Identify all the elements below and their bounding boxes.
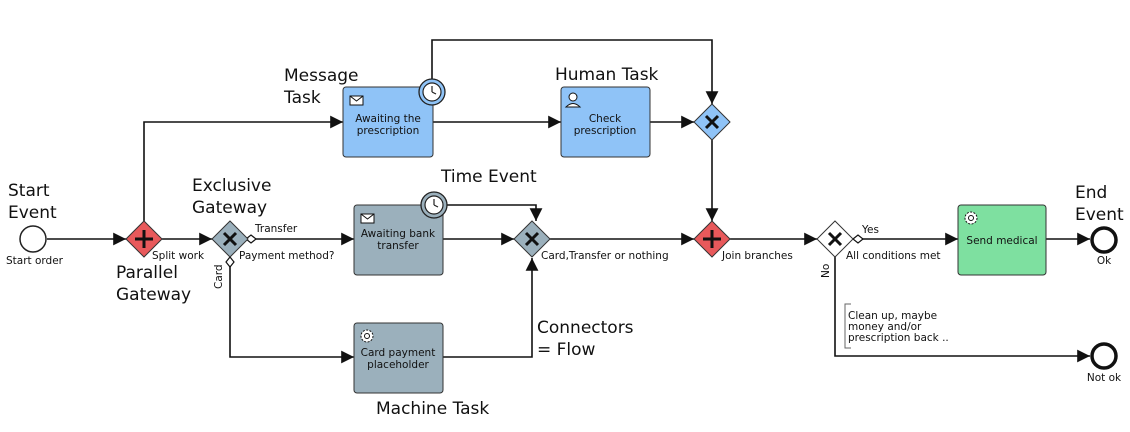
task-card-payment[interactable]: Card payment placeholder (353, 322, 444, 394)
annotation-message-task-1: Message (284, 66, 359, 86)
gear-icon (360, 329, 374, 343)
end-event-not-ok-label: Not ok (1087, 372, 1122, 384)
task-awaiting-bank-transfer[interactable]: Awaiting bank transfer (353, 204, 444, 276)
gateway-label-conditions: All conditions met (846, 250, 941, 262)
annotation-exclusive-gateway-2: Gateway (192, 198, 267, 218)
end-event-ok-label: Ok (1097, 255, 1112, 267)
annotation-message-task-2: Task (283, 88, 321, 108)
task-awaiting-prescription[interactable]: Awaiting the prescription (342, 86, 434, 158)
exclusive-gateway-conditions[interactable] (816, 220, 854, 258)
task-label-line1: Card payment (361, 347, 436, 359)
exclusive-gateway-prescription[interactable] (693, 103, 731, 141)
conditional-flow-diamond (225, 256, 235, 268)
flow-card-to-merge[interactable] (443, 258, 539, 358)
gateway-label-merge: Card,Transfer or nothing (541, 250, 669, 262)
exclusive-gateway-payment-merge[interactable] (513, 220, 551, 258)
end-event-ok[interactable] (1090, 226, 1118, 254)
flow-label-yes: Yes (861, 224, 879, 236)
annotation-human-task: Human Task (555, 65, 659, 85)
start-event[interactable] (19, 225, 47, 253)
text-annotation: Clean up, maybe money and/or prescriptio… (844, 303, 949, 349)
gateway-label-join: Join branches (721, 250, 793, 262)
task-send-medical[interactable]: Send medical (957, 204, 1047, 276)
user-icon (564, 92, 582, 108)
gateway-label-payment-method: Payment method? (239, 250, 334, 262)
envelope-icon (360, 213, 375, 224)
default-flow-diamond (245, 234, 257, 244)
flow-label-transfer: Transfer (254, 223, 298, 235)
gear-icon (964, 211, 978, 225)
annotation-exclusive-gateway-1: Exclusive (192, 176, 271, 196)
flow-no[interactable] (834, 257, 1090, 363)
conditional-flow-diamond (852, 234, 864, 244)
annotation-parallel-gateway-2: Gateway (116, 285, 191, 305)
parallel-gateway-split[interactable] (125, 220, 163, 258)
annotation-connectors-2: = Flow (537, 340, 596, 360)
parallel-gateway-join[interactable] (693, 220, 731, 258)
gateway-label-split-work: Split work (152, 250, 205, 262)
task-check-prescription[interactable]: Check prescription (560, 86, 651, 158)
task-box (353, 204, 444, 276)
flow-split-to-awaiting-prescription[interactable] (143, 115, 343, 221)
annotation-time-event: Time Event (440, 167, 537, 187)
task-label-line1: Awaiting the (355, 113, 421, 125)
task-label-line1: Awaiting bank (361, 228, 436, 240)
sequence-flows (47, 39, 1090, 364)
end-event-not-ok[interactable] (1090, 342, 1118, 370)
task-label-line2: prescription (574, 125, 636, 137)
timer-icon[interactable] (418, 78, 446, 106)
flow-bank-timeout[interactable] (446, 204, 543, 221)
annotation-machine-task: Machine Task (376, 399, 489, 419)
flow-label-card: Card (213, 264, 225, 289)
task-label-line2: transfer (377, 240, 419, 252)
annotation-end-event-1: End (1075, 183, 1107, 203)
annotation-connectors-1: Connectors (537, 318, 634, 338)
note-line2: money and/or (848, 321, 922, 333)
note-line3: prescription back .. (848, 332, 949, 344)
annotation-parallel-gateway-1: Parallel (116, 263, 178, 283)
annotation-start-event-2: Event (8, 203, 57, 223)
timer-icon[interactable] (420, 191, 448, 219)
flow-markers (225, 234, 864, 268)
note-line1: Clean up, maybe (848, 310, 937, 322)
flow-label-no: No (820, 264, 832, 278)
annotation-start-event-1: Start (8, 181, 50, 201)
start-event-label: Start order (6, 255, 64, 267)
flow-prescription-timeout[interactable] (431, 39, 719, 104)
task-box (957, 204, 1047, 276)
flow-card[interactable] (229, 257, 354, 364)
task-box (353, 322, 444, 394)
task-box (342, 86, 434, 158)
envelope-icon (349, 95, 364, 106)
task-label-line2: prescription (357, 125, 419, 137)
task-label-line2: placeholder (367, 359, 429, 371)
task-box (560, 86, 651, 158)
task-label: Send medical (966, 235, 1037, 247)
exclusive-gateway-payment[interactable] (211, 220, 249, 258)
annotation-end-event-2: Event (1075, 205, 1124, 225)
task-label-line1: Check (589, 113, 622, 125)
